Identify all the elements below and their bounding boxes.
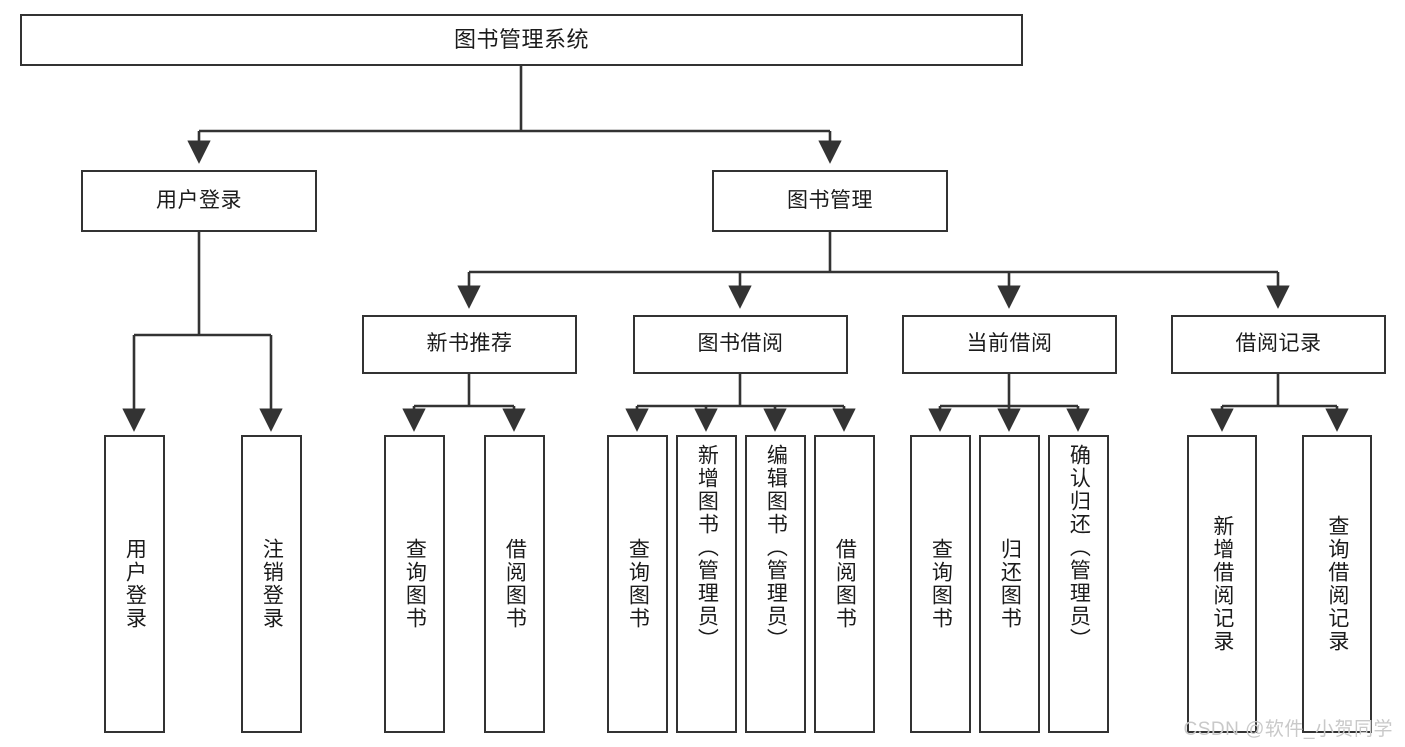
leaf-label: 注销登录 <box>260 538 284 630</box>
node-label: 图书管理系统 <box>453 27 589 53</box>
node-user-login[interactable]: 用户登录 <box>81 170 317 232</box>
node-label: 新书推荐 <box>426 332 513 356</box>
leaf-query-book-recommend[interactable]: 查询图书 <box>384 435 445 733</box>
leaf-borrow-book[interactable]: 借阅图书 <box>814 435 875 733</box>
leaf-label: 归还图书 <box>998 538 1022 630</box>
leaf-label: 查询图书 <box>626 538 650 630</box>
node-book-borrow[interactable]: 图书借阅 <box>633 315 848 374</box>
leaf-label: 借阅图书 <box>833 538 857 630</box>
leaf-query-borrow-record[interactable]: 查询借阅记录 <box>1302 435 1372 733</box>
node-new-book-recommend[interactable]: 新书推荐 <box>362 315 577 374</box>
node-label: 图书借阅 <box>697 332 784 356</box>
leaf-query-book-current[interactable]: 查询图书 <box>910 435 971 733</box>
leaf-query-book-borrow[interactable]: 查询图书 <box>607 435 668 733</box>
node-book-management[interactable]: 图书管理 <box>712 170 948 232</box>
node-root-system[interactable]: 图书管理系统 <box>20 14 1023 66</box>
watermark-text: CSDN @软件_小贺同学 <box>1183 719 1393 740</box>
node-label: 借阅记录 <box>1235 332 1322 356</box>
node-borrow-record[interactable]: 借阅记录 <box>1171 315 1386 374</box>
leaf-borrow-book-recommend[interactable]: 借阅图书 <box>484 435 545 733</box>
leaf-label: 新增图书（管理员） <box>695 444 719 651</box>
leaf-add-borrow-record[interactable]: 新增借阅记录 <box>1187 435 1257 733</box>
leaf-logout[interactable]: 注销登录 <box>241 435 302 733</box>
node-label: 当前借阅 <box>966 332 1053 356</box>
leaf-return-book[interactable]: 归还图书 <box>979 435 1040 733</box>
leaf-label: 确认归还（管理员） <box>1067 444 1091 651</box>
leaf-label: 编辑图书（管理员） <box>764 444 788 651</box>
leaf-label: 用户登录 <box>123 538 147 630</box>
node-current-borrow[interactable]: 当前借阅 <box>902 315 1117 374</box>
leaf-user-login[interactable]: 用户登录 <box>104 435 165 733</box>
leaf-label: 查询借阅记录 <box>1325 515 1349 653</box>
leaf-label: 借阅图书 <box>503 538 527 630</box>
leaf-label: 查询图书 <box>929 538 953 630</box>
leaf-edit-book-admin[interactable]: 编辑图书（管理员） <box>745 435 806 733</box>
leaf-confirm-return-admin[interactable]: 确认归还（管理员） <box>1048 435 1109 733</box>
leaf-label: 查询图书 <box>403 538 427 630</box>
leaf-label: 新增借阅记录 <box>1210 515 1234 653</box>
leaf-add-book-admin[interactable]: 新增图书（管理员） <box>676 435 737 733</box>
node-label: 用户登录 <box>156 188 242 212</box>
node-label: 图书管理 <box>787 188 873 212</box>
